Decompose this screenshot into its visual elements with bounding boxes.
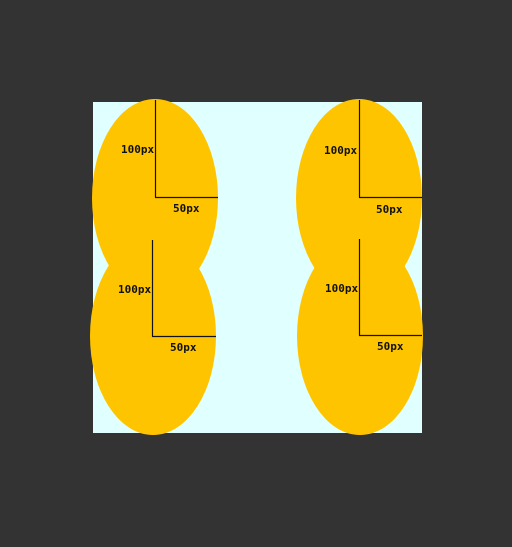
horizontal-radius-label: 50px bbox=[376, 203, 403, 216]
guide-bottom-left: 100px 50px bbox=[118, 240, 216, 354]
vertical-radius-label: 100px bbox=[118, 283, 151, 296]
horizontal-radius-label: 50px bbox=[170, 341, 197, 354]
vertical-radius-label: 100px bbox=[121, 143, 154, 156]
horizontal-radius-label: 50px bbox=[173, 202, 200, 215]
horizontal-radius-label: 50px bbox=[377, 340, 404, 353]
guide-bottom-right: 100px 50px bbox=[325, 239, 422, 353]
vertical-radius-label: 100px bbox=[324, 144, 357, 157]
guide-top-right: 100px 50px bbox=[324, 100, 422, 216]
vertical-radius-label: 100px bbox=[325, 282, 358, 295]
guide-top-left: 100px 50px bbox=[121, 100, 218, 215]
